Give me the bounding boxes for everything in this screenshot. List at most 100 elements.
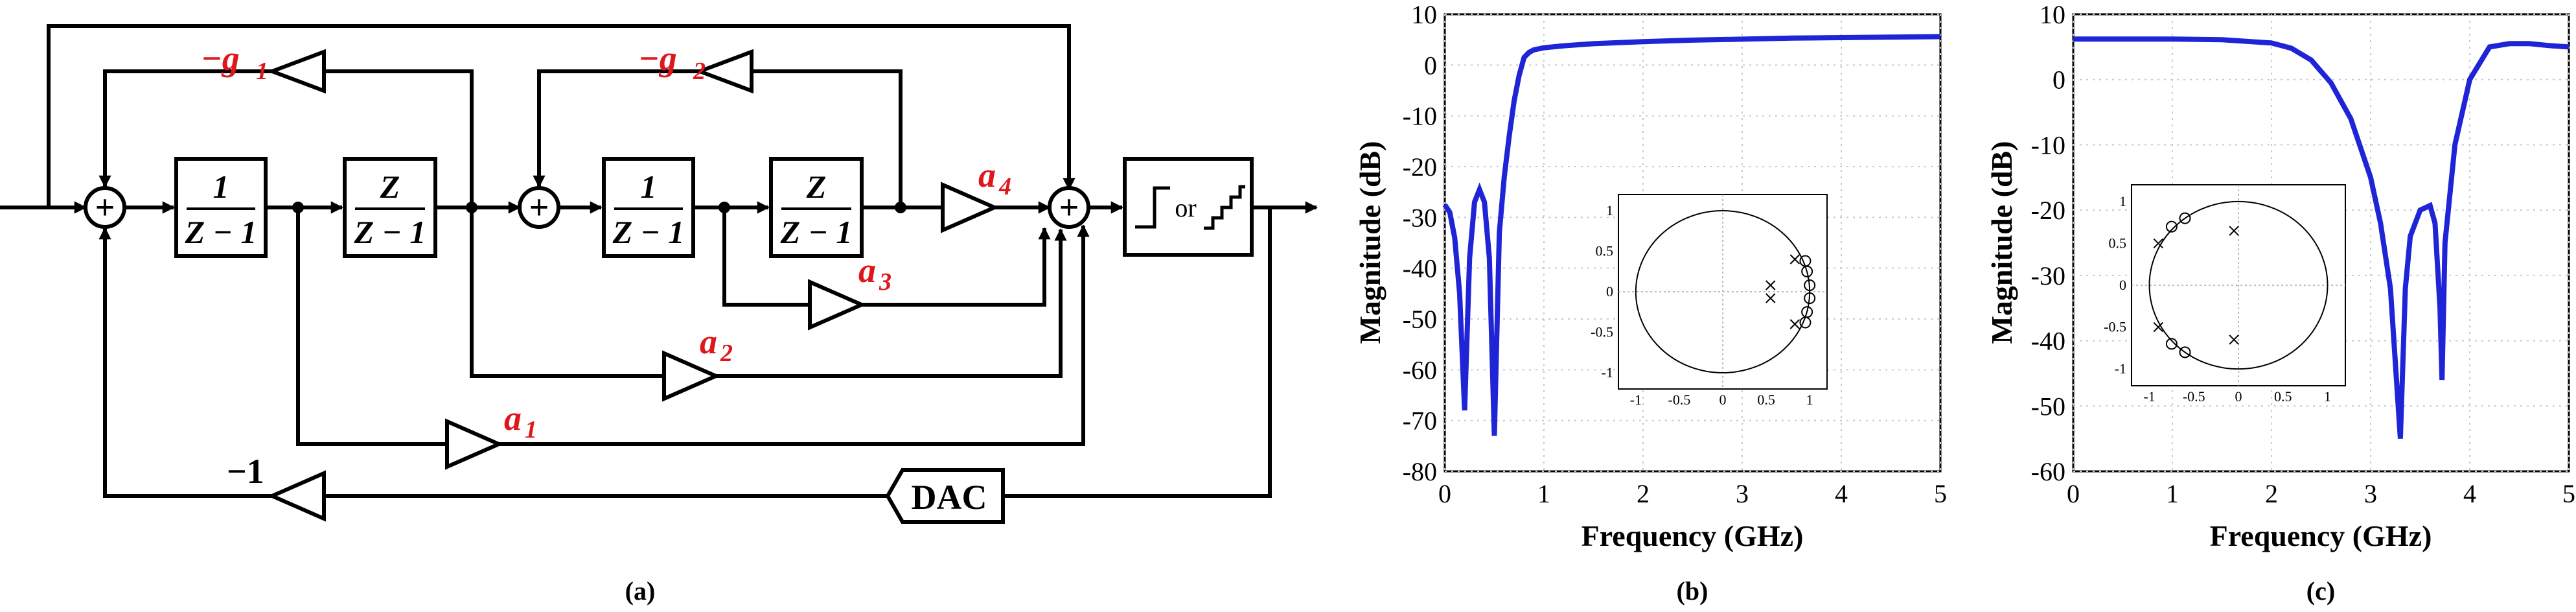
ytick-label: -10 bbox=[2031, 130, 2065, 159]
coef-a4-sub: 4 bbox=[998, 173, 1011, 200]
integrator-4-numerator: Z bbox=[806, 169, 827, 205]
wire-dac-feedback bbox=[1003, 207, 1272, 498]
summer-2: + bbox=[518, 186, 560, 229]
summer-1: + bbox=[84, 186, 126, 229]
wire-a1-path bbox=[296, 207, 447, 446]
inset-ytick-label: 0 bbox=[1606, 283, 1613, 300]
magnitude-line-b bbox=[1442, 34, 1941, 436]
coef-g1-sub: 1 bbox=[256, 58, 268, 85]
coef-g2-label: −g bbox=[638, 39, 677, 78]
xtick-label: 4 bbox=[1835, 479, 1848, 508]
coef-a2-label: a bbox=[700, 322, 717, 361]
pole-marker bbox=[2153, 322, 2163, 333]
xtick-label: 3 bbox=[2364, 479, 2377, 508]
ytick-label: 10 bbox=[2040, 0, 2065, 29]
ytick-label: -20 bbox=[2031, 196, 2065, 225]
wire-g2-feedback bbox=[539, 69, 903, 207]
dac-label: DAC bbox=[912, 478, 987, 517]
gain-g1 bbox=[266, 49, 326, 94]
ytick-label: -10 bbox=[1403, 102, 1437, 131]
integrator-2: Z Z − 1 bbox=[343, 157, 437, 258]
pole-marker bbox=[2153, 238, 2163, 249]
ytick-label: 10 bbox=[1411, 0, 1437, 29]
inset-xtick-label: -1 bbox=[2143, 388, 2155, 405]
quantizer: or bbox=[1123, 157, 1254, 257]
inset-ytick-label: -1 bbox=[1602, 364, 1613, 381]
inset-xtick-label: 1 bbox=[2324, 388, 2331, 405]
inset-xtick-label: 0.5 bbox=[2274, 388, 2292, 405]
ytick-label: -80 bbox=[1403, 457, 1437, 486]
minus-one-label: −1 bbox=[227, 452, 264, 491]
ytick-label: 0 bbox=[2053, 65, 2065, 95]
pole-marker bbox=[2229, 226, 2239, 236]
pole-marker bbox=[2229, 335, 2239, 345]
caption-c: (c) bbox=[2306, 576, 2335, 606]
zero-marker bbox=[1799, 316, 1811, 329]
integrator-1-numerator: 1 bbox=[213, 169, 229, 205]
wire-a1-s3 bbox=[499, 224, 1090, 446]
comparator-step-icon bbox=[1135, 186, 1170, 229]
integrator-1: 1 Z − 1 bbox=[174, 157, 268, 258]
pole-marker bbox=[1789, 254, 1800, 265]
ylabel-b: Magnitude (dB) bbox=[1353, 141, 1386, 344]
integrator-3: 1 Z − 1 bbox=[602, 157, 695, 258]
plus-sign: + bbox=[95, 188, 115, 227]
xlabel-c: Frequency (GHz) bbox=[2210, 519, 2432, 552]
ytick-label: -50 bbox=[2031, 392, 2065, 421]
zero-marker bbox=[2179, 212, 2191, 224]
xtick-label: 0 bbox=[1438, 479, 1451, 508]
gain-g2 bbox=[694, 49, 753, 94]
wire-a2-path bbox=[470, 207, 664, 378]
wire-a3-s3 bbox=[862, 227, 1051, 307]
zero-marker bbox=[2179, 346, 2191, 359]
inset-xtick-label: 0 bbox=[2235, 388, 2242, 405]
gain-a1 bbox=[445, 418, 504, 470]
gain-minus-one bbox=[267, 470, 326, 522]
ytick-label: -30 bbox=[1403, 203, 1437, 232]
inset-ytick-label: 0.5 bbox=[2109, 235, 2127, 251]
integrator-1-denominator: Z − 1 bbox=[185, 214, 257, 250]
inset-ytick-label: 0.5 bbox=[1596, 243, 1614, 259]
coef-a3-sub: 3 bbox=[879, 268, 891, 296]
inset-xtick-label: 0 bbox=[1719, 392, 1727, 408]
plus-sign: + bbox=[1059, 188, 1079, 227]
ytick-label: -30 bbox=[2031, 261, 2065, 290]
wire-feedback-s1 bbox=[98, 227, 272, 498]
inset-xtick-label: -0.5 bbox=[2183, 388, 2205, 405]
inset-ytick-label: -1 bbox=[2115, 360, 2126, 377]
coef-a2-sub: 2 bbox=[720, 340, 733, 367]
xtick-label: 1 bbox=[2166, 479, 2179, 508]
coef-a1-sub: 1 bbox=[525, 416, 537, 443]
pole-marker bbox=[1765, 280, 1776, 290]
coef-a4-label: a bbox=[978, 156, 996, 194]
coef-a3-label: a bbox=[858, 251, 876, 290]
inset-xtick-label: 1 bbox=[1806, 392, 1813, 408]
inset-ytick-label: -0.5 bbox=[2104, 319, 2126, 335]
zero-marker bbox=[1804, 279, 1816, 291]
xtick-label: 5 bbox=[2562, 479, 2575, 508]
wire-a2-s3 bbox=[716, 228, 1067, 378]
xtick-label: 4 bbox=[2463, 479, 2476, 508]
xtick-label: 2 bbox=[1637, 479, 1650, 508]
multibit-staircase-icon bbox=[1204, 185, 1245, 230]
dac-block: DAC bbox=[885, 468, 1005, 524]
gain-a4 bbox=[941, 182, 1000, 233]
ylabel-c: Magnitude (dB) bbox=[1985, 141, 2018, 344]
integrator-3-numerator: 1 bbox=[641, 169, 657, 205]
xtick-label: 2 bbox=[2265, 479, 2278, 508]
magnitude-line-c bbox=[2073, 36, 2570, 439]
caption-a: (a) bbox=[625, 576, 656, 606]
integrator-4: Z Z − 1 bbox=[769, 157, 864, 258]
zero-marker bbox=[2165, 338, 2178, 350]
ytick-label: 0 bbox=[1424, 51, 1437, 80]
integrator-3-denominator: Z − 1 bbox=[612, 214, 685, 250]
inset-ytick-label: 1 bbox=[1606, 202, 1613, 218]
coef-a1-label: a bbox=[504, 399, 522, 438]
pole-marker bbox=[1765, 293, 1776, 303]
gain-a2 bbox=[662, 350, 721, 402]
summer-3: + bbox=[1048, 186, 1090, 229]
